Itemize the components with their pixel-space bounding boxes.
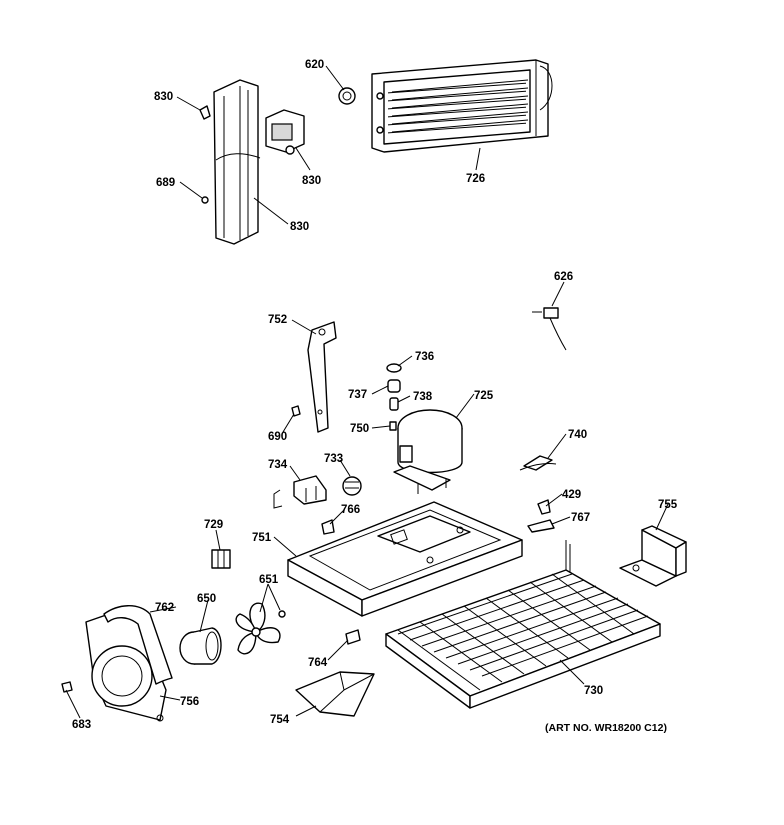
- callout-736: 736: [415, 351, 434, 363]
- callout-689: 689: [156, 177, 175, 189]
- callout-755: 755: [658, 499, 678, 511]
- callout-729: 729: [204, 519, 223, 531]
- callout-650: 650: [197, 593, 216, 605]
- base-pan-751-part: [287, 501, 523, 617]
- screw-683-part: [61, 681, 73, 693]
- fan-baffle-762-part: [103, 605, 173, 685]
- callout-429: 429: [562, 489, 581, 501]
- screw-830-part: [199, 105, 211, 120]
- callout-750: 750: [350, 423, 369, 435]
- grommet-737-part: [387, 379, 401, 393]
- callout-620: 620: [305, 59, 324, 71]
- callout-683: 683: [72, 719, 91, 731]
- callout-756: 756: [180, 696, 199, 708]
- callout-730: 730: [584, 685, 603, 697]
- callout-725: 725: [474, 390, 494, 402]
- callout-651: 651: [259, 574, 279, 586]
- wire-harness-626-part: [532, 307, 567, 351]
- relay-729-part: [211, 549, 231, 569]
- fan-blade-651-part: [235, 602, 286, 655]
- grommet-736-part: [386, 363, 402, 373]
- cover-755-part: [619, 525, 687, 587]
- relay-734-part: [273, 475, 327, 509]
- capacitor-733-part: [342, 476, 362, 496]
- bracket-752-part: [307, 321, 337, 433]
- callout-690: 690: [268, 431, 287, 443]
- screw-689-part: [201, 196, 209, 204]
- clip-429-part: [537, 499, 551, 515]
- callout-labels: 830 620 830 689 830 726 626 752 736 737 …: [72, 59, 678, 734]
- callout-734: 734: [268, 459, 288, 471]
- callout-740: 740: [568, 429, 587, 441]
- callout-762: 762: [155, 602, 174, 614]
- callout-766: 766: [341, 504, 360, 516]
- callout-738: 738: [413, 391, 433, 403]
- thermostat-knob-620-part: [338, 87, 356, 105]
- screw-750-part: [389, 421, 397, 431]
- callout-751: 751: [252, 532, 272, 544]
- callout-726: 726: [466, 173, 485, 185]
- defrost-control-830-part: [265, 109, 305, 155]
- screw-690-part: [291, 405, 301, 417]
- fan-shroud-756-part: [85, 605, 167, 722]
- drain-trough-754-part: [295, 671, 375, 717]
- callout-830-bottom: 830: [290, 221, 309, 233]
- callout-830-top: 830: [154, 91, 173, 103]
- bracket-767-part: [527, 519, 555, 533]
- art-number: (ART NO. WR18200 C12): [545, 722, 667, 734]
- sleeve-738-part: [389, 397, 399, 411]
- relay-overload-740-part: [519, 455, 557, 471]
- leader-lines: [65, 65, 669, 719]
- callout-767: 767: [571, 512, 590, 524]
- callout-752: 752: [268, 314, 287, 326]
- compressor-725-part: [393, 409, 463, 494]
- evaporator-726-part: [371, 59, 553, 153]
- clip-764-part: [345, 629, 361, 645]
- condenser-coil-730-part: [385, 540, 661, 709]
- callout-733: 733: [324, 453, 343, 465]
- channel-bracket-part: [213, 79, 261, 245]
- callout-764: 764: [308, 657, 328, 669]
- fan-motor-650-part: [179, 627, 222, 665]
- callout-626: 626: [554, 271, 573, 283]
- callout-830-mid: 830: [302, 175, 321, 187]
- callout-754: 754: [270, 714, 290, 726]
- callout-737: 737: [348, 389, 367, 401]
